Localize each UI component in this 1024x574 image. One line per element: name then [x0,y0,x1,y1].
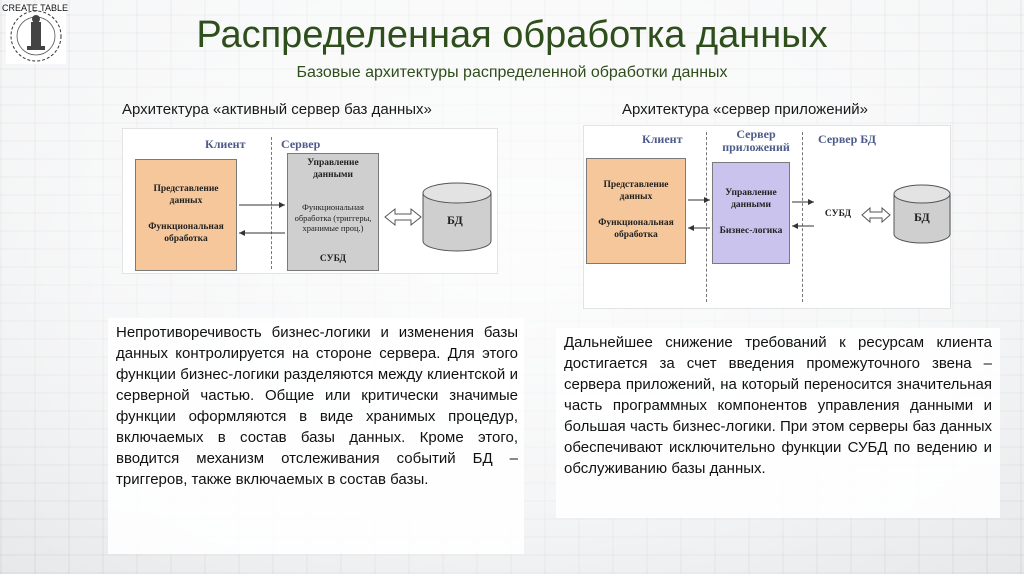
right-app-box: Управление данными Бизнес-логика [712,162,790,264]
right-arrows [688,184,951,244]
logo-text: CREATE TABLE [2,3,69,13]
right-paragraph: Дальнейшее снижение требований к ресурса… [564,334,992,477]
right-db-server-label: Сервер БД [818,132,877,146]
left-diagram: Клиент Сервер Представление данных Функц… [122,128,498,274]
left-arrows [239,182,492,252]
left-server-box: Управление данными Функциональная обрабо… [287,153,379,271]
server-processing: Функциональная обработка (триггеры, хран… [294,202,372,234]
logo [6,4,66,64]
client-presentation: Представление данных [153,184,219,207]
client-processing: Функциональная обработка [148,222,224,244]
left-heading: Архитектура «активный сервер баз данных» [122,101,432,118]
left-server-label: Сервер [281,137,321,151]
left-db-label: БД [447,213,463,227]
right-divider-1 [706,132,707,302]
app-data-mgmt: Управление данными [725,188,777,211]
right-client-presentation: Представление данных [603,180,669,203]
right-heading: Архитектура «сервер приложений» [622,101,868,118]
left-paragraph: Непротиворечивость бизнес-логики и измен… [116,324,518,488]
server-dbms: СУБД [319,254,347,265]
page-title: Распределенная обработка данных [196,14,828,56]
right-divider-2 [802,132,803,302]
right-app-server-label: Сервер приложений [722,127,790,154]
right-text-panel [556,328,1000,518]
page-subtitle: Базовые архитектуры распределенной обраб… [296,64,728,81]
server-data-mgmt: Управление данными [307,158,359,180]
left-client-box: Представление данных Функциональная обра… [135,159,237,271]
right-dbms-label: СУБД [824,209,852,220]
right-client-processing: Функциональная обработка [598,218,674,240]
right-diagram: Клиент Сервер приложений Сервер БД Предс… [583,125,951,309]
emblem-icon [10,10,62,62]
left-client-label: Клиент [205,137,246,151]
right-client-label: Клиент [642,132,683,146]
right-client-box: Представление данных Функциональная обра… [586,158,686,264]
right-db-label: БД [914,210,930,224]
left-text-panel [108,318,524,554]
app-business-logic: Бизнес-логика [719,225,783,236]
right-dbms-box: СУБД [816,204,860,226]
left-divider [271,137,272,269]
